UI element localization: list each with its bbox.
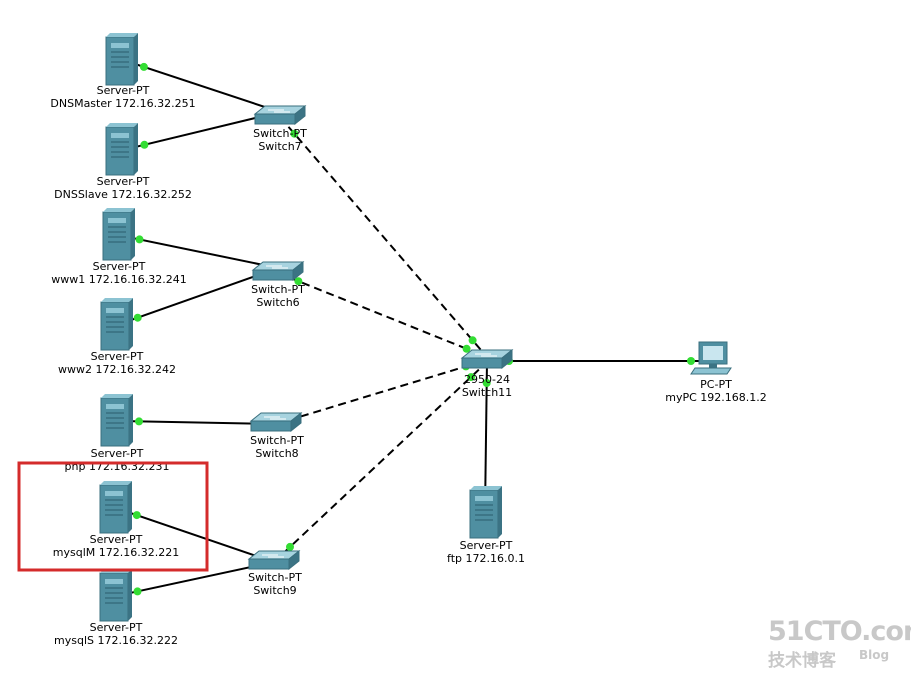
link-mysqlm-switch9 [115,507,275,563]
server-mysqls[interactable]: Server-PT mysqlS 172.16.32.222 [54,568,178,647]
port-light-switch6 [294,277,303,286]
server-www1[interactable]: Server-PT www1 172.16.16.32.241 [51,207,187,286]
device-type-label: Switch-PT [250,434,304,447]
port-light-switch9 [286,542,294,551]
device-type-label: Switch-PT [248,571,302,584]
port-light-mysqls [133,587,142,596]
device-name-label: www1 172.16.16.32.241 [51,273,186,286]
server-icon [102,207,136,261]
device-name-label: mysqlM 172.16.32.221 [53,546,179,559]
pc-mypc[interactable]: PC-PT myPC 192.168.1.2 [665,341,767,404]
switch-switch6[interactable]: Switch-PT Switch6 [251,261,305,309]
device-type-label: 2950-24 [464,373,510,386]
port-light-mypc [687,357,695,365]
port-light-www2 [133,313,142,322]
server-www2[interactable]: Server-PT www2 172.16.32.242 [58,297,176,376]
device-type-label: Server-PT [97,84,150,97]
link-www1-switch6 [117,234,279,269]
switch-switch8[interactable]: Switch-PT Switch8 [250,412,304,460]
link-www2-switch6 [116,267,279,326]
link-switch8-switch11 [275,359,488,425]
device-name-label: Switch8 [255,447,298,460]
device-type-label: Server-PT [91,447,144,460]
port-light-dnsmaster [139,62,148,71]
server-icon [100,393,134,447]
switch-switch11[interactable]: 2950-24 Switch11 [461,349,513,399]
port-light-switch11 [468,336,477,345]
link-switch6-switch11 [277,272,488,358]
switch-switch7[interactable]: Switch-PT Switch7 [253,105,307,153]
watermark-brand: 51CTO.com [768,616,911,647]
highlight-box [17,461,209,572]
device-type-label: Server-PT [460,539,513,552]
device-type-label: Server-PT [93,260,146,273]
port-light-switch7 [290,129,299,138]
device-type-label: Server-PT [91,350,144,363]
server-icon [469,485,503,539]
device-type-label: PC-PT [700,378,732,391]
device-name-label: myPC 192.168.1.2 [665,391,767,404]
link-mysqls-switch9 [115,561,275,597]
watermark-blog: Blog [859,648,889,662]
port-light-mysqlm [132,511,141,520]
device-name-label: Switch7 [258,140,301,153]
device-name-label: ftp 172.16.0.1 [447,552,525,565]
switch-icon [250,412,302,432]
link-switch9-switch11 [273,361,488,563]
device-type-label: Switch-PT [251,283,305,296]
link-dnsmaster-switch7 [122,59,281,113]
device-name-label: www2 172.16.32.242 [58,363,176,376]
server-icon [99,480,133,534]
server-mysqlm[interactable]: Server-PT mysqlM 172.16.32.221 [53,480,179,559]
server-icon [105,32,139,86]
server-dnsmaster[interactable]: Server-PT DNSMaster 172.16.32.251 [50,32,196,110]
device-name-label: mysqlS 172.16.32.222 [54,634,178,647]
server-ftp[interactable]: Server-PT ftp 172.16.0.1 [447,485,525,565]
port-light-php [135,417,143,426]
device-name-label: DNSMaster 172.16.32.251 [50,97,195,110]
switch-icon [252,261,304,281]
server-icon [99,568,133,622]
link-switch7-switch11 [279,116,488,358]
watermark-tagline: 技术博客 [768,650,837,671]
device-type-label: Server-PT [90,621,143,634]
switch-icon [461,349,513,369]
pc-icon [690,341,732,375]
switch-icon [254,105,306,125]
port-light-switch11 [462,344,471,353]
switch-icon [248,550,300,570]
device-type-label: Server-PT [90,533,143,546]
device-name-label: DNSSlave 172.16.32.252 [54,188,192,201]
device-name-label: Switch6 [256,296,299,309]
server-icon [100,297,134,351]
port-light-www1 [135,235,144,244]
port-light-switch11 [482,379,491,387]
device-type-label: Switch-PT [253,127,307,140]
device-type-label: Server-PT [97,175,150,188]
watermark: 51CTO.com 技术博客 Blog [768,616,911,671]
server-php[interactable]: Server-PT php 172.16.32.231 [65,393,170,473]
port-light-switch11 [467,373,475,382]
switch-switch9[interactable]: Switch-PT Switch9 [248,550,302,597]
device-name-label: Switch9 [253,584,296,597]
ports-layer [132,62,695,596]
device-name-label: Switch11 [462,386,512,399]
server-dnsslave[interactable]: Server-PT DNSSlave 172.16.32.252 [54,122,192,201]
link-dnsslave-switch7 [122,111,281,151]
server-icon [105,122,139,176]
port-light-dnsslave [140,140,149,149]
